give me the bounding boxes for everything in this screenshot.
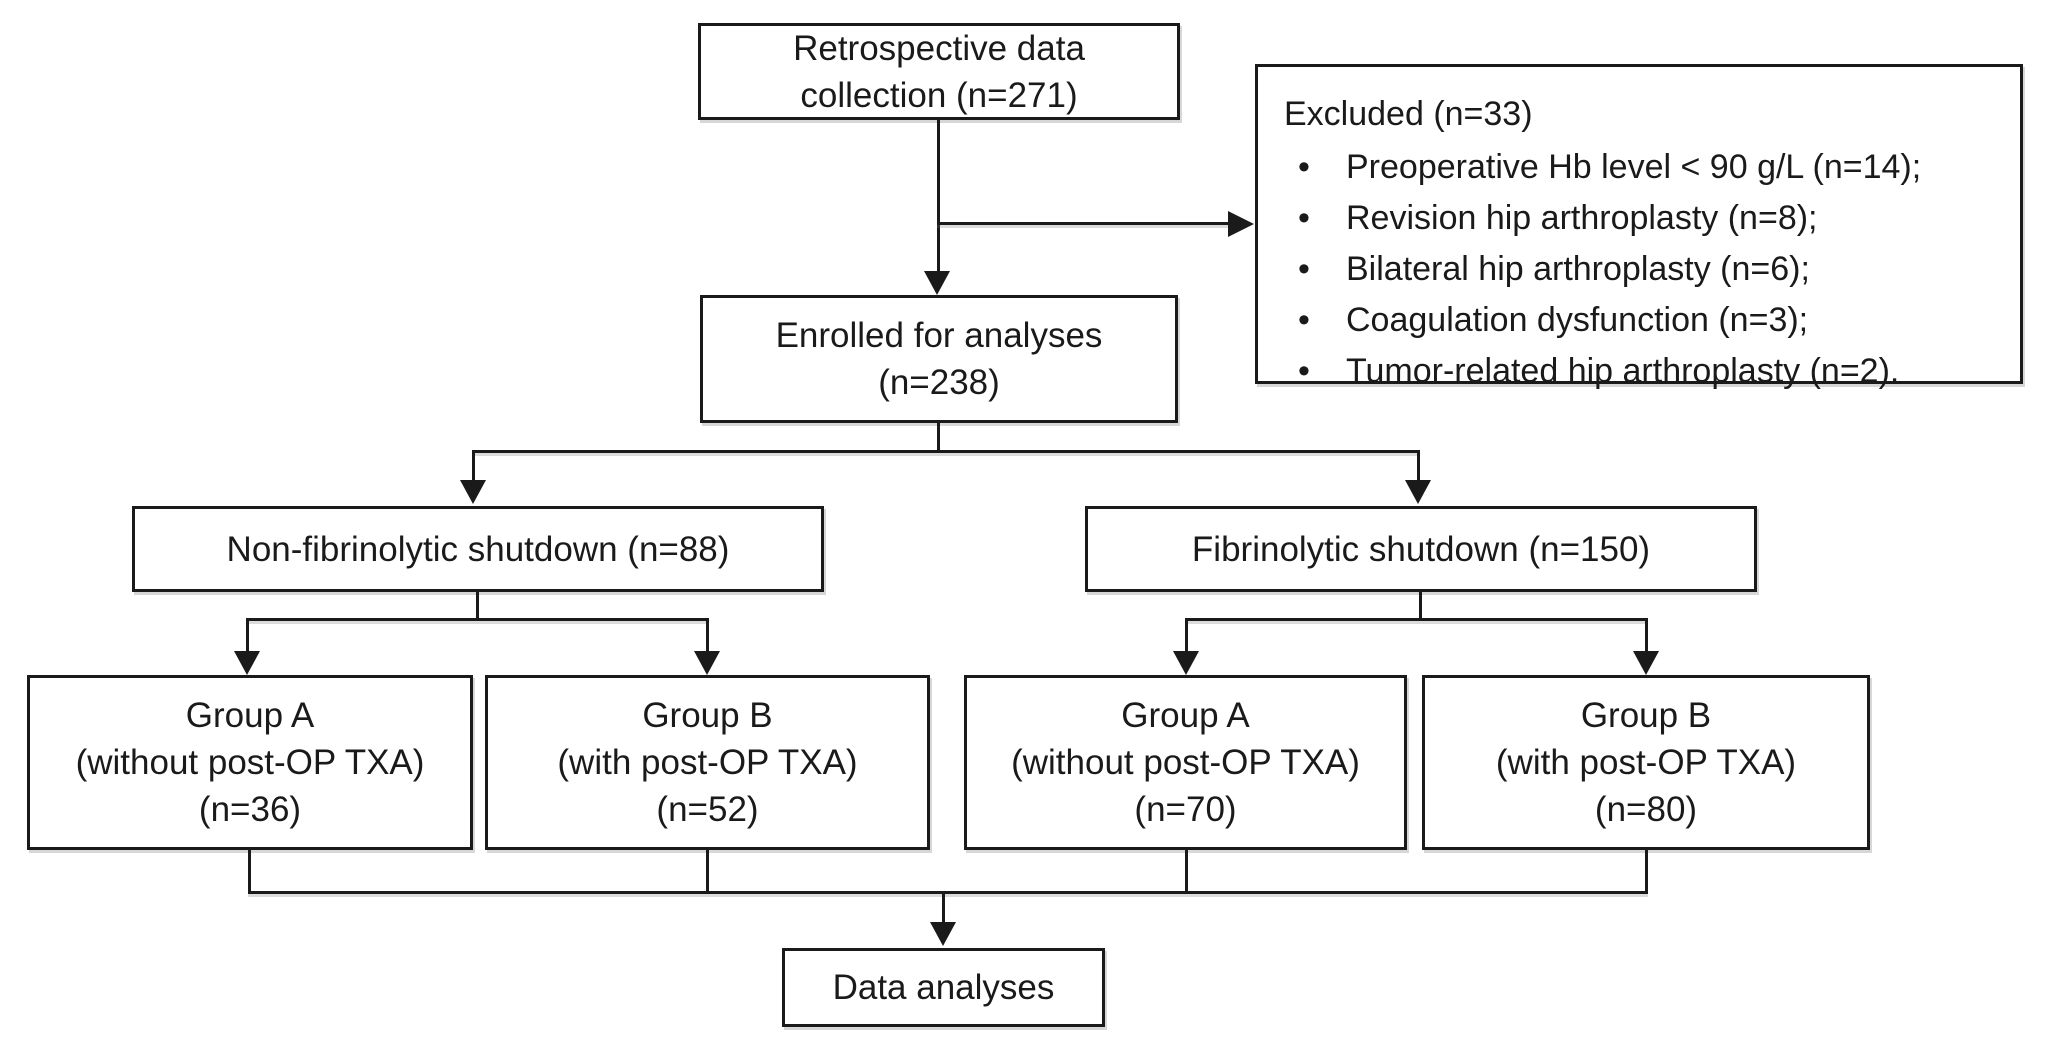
node-non-fibrinolytic-shutdown: Non-fibrinolytic shutdown (n=88) xyxy=(132,506,824,592)
connector-to-data-analyses xyxy=(942,894,945,924)
excluded-bullet-item: Preoperative Hb level < 90 g/L (n=14); xyxy=(1284,142,1921,193)
connector-to-non-fibrinolytic xyxy=(472,450,475,482)
connector-group-b-fib-down xyxy=(1645,850,1648,894)
connector-nonfib-down xyxy=(476,592,479,620)
connector-to-group-a-non xyxy=(246,618,249,653)
arrowhead-into-group-b-non xyxy=(694,651,720,675)
node-text-line: Group A xyxy=(185,696,315,735)
node-text-line: (n=36) xyxy=(198,790,302,829)
connector-retrospective-to-enrolled xyxy=(937,120,940,275)
excluded-bullet-item: Bilateral hip arthroplasty (n=6); xyxy=(1284,244,1921,295)
node-text-line: Fibrinolytic shutdown (n=150) xyxy=(1191,529,1651,569)
connector-to-fibrinolytic xyxy=(1417,450,1420,482)
connector-to-group-b-non xyxy=(706,618,709,653)
node-text-line: Group A xyxy=(1121,696,1250,735)
excluded-title: Excluded (n=33) xyxy=(1284,95,1533,133)
node-text-line: (without post-OP TXA) xyxy=(75,743,425,782)
connector-fib-down xyxy=(1419,592,1422,620)
node-group-b-with-txa-non: Group B (with post-OP TXA) (n=52) xyxy=(485,675,930,850)
node-text-line: Group B xyxy=(642,696,773,735)
node-enrolled-for-analyses: Enrolled for analyses (n=238) xyxy=(700,295,1178,423)
connector-to-group-b-fib xyxy=(1645,618,1648,653)
excluded-bullet-item: Coagulation dysfunction (n=3); xyxy=(1284,295,1921,346)
arrowhead-into-non-fibrinolytic xyxy=(460,480,486,504)
node-retrospective-data-collection: Retrospective data collection (n=271) xyxy=(698,23,1180,120)
arrowhead-into-group-b-fib xyxy=(1633,651,1659,675)
connector-nonfib-split xyxy=(246,618,709,621)
arrowhead-into-fibrinolytic xyxy=(1405,480,1431,504)
arrowhead-into-group-a-non xyxy=(234,651,260,675)
node-group-b-with-txa-fib: Group B (with post-OP TXA) (n=80) xyxy=(1422,675,1870,850)
connector-enrolled-down xyxy=(937,423,940,452)
excluded-bullet-list: Preoperative Hb level < 90 g/L (n=14); R… xyxy=(1284,142,1921,397)
node-group-a-without-txa-non: Group A (without post-OP TXA) (n=36) xyxy=(27,675,473,850)
node-excluded: Excluded (n=33) Preoperative Hb level < … xyxy=(1255,64,2023,397)
connector-converge-line xyxy=(248,891,1648,894)
excluded-bullet-item: Tumor-related hip arthroplasty (n=2). xyxy=(1284,346,1921,397)
node-text-line: (n=70) xyxy=(1134,790,1237,829)
arrowhead-into-enrolled xyxy=(924,271,950,295)
connector-level2-split xyxy=(472,450,1420,453)
node-text-line: Enrolled for analyses xyxy=(775,316,1103,355)
node-text-line: collection (n=271) xyxy=(800,75,1078,115)
connector-group-a-fib-down xyxy=(1185,850,1188,894)
node-group-a-without-txa-fib: Group A (without post-OP TXA) (n=70) xyxy=(964,675,1407,850)
node-text-line: Data analyses xyxy=(832,968,1055,1007)
excluded-bullet-item: Revision hip arthroplasty (n=8); xyxy=(1284,193,1921,244)
node-text-line: (with post-OP TXA) xyxy=(557,743,858,782)
node-text-line: (n=80) xyxy=(1594,790,1698,829)
connector-to-excluded xyxy=(937,222,1229,225)
node-text-line: (without post-OP TXA) xyxy=(1011,743,1360,782)
node-text-line: Non-fibrinolytic shutdown (n=88) xyxy=(226,529,730,569)
node-text-line: Retrospective data xyxy=(793,28,1085,68)
connector-group-b-non-down xyxy=(706,850,709,894)
connector-to-group-a-fib xyxy=(1185,618,1188,653)
node-fibrinolytic-shutdown: Fibrinolytic shutdown (n=150) xyxy=(1085,506,1757,592)
node-text-line: (n=238) xyxy=(878,363,1000,402)
connector-fib-split xyxy=(1185,618,1648,621)
node-data-analyses: Data analyses xyxy=(782,948,1105,1027)
node-text-line: Group B xyxy=(1580,696,1712,735)
connector-group-a-non-down xyxy=(248,850,251,894)
arrowhead-into-excluded xyxy=(1228,211,1254,237)
arrowhead-into-group-a-fib xyxy=(1173,651,1199,675)
node-text-line: (n=52) xyxy=(656,790,759,829)
arrowhead-into-data-analyses xyxy=(930,922,956,946)
node-text-line: (with post-OP TXA) xyxy=(1495,743,1797,782)
